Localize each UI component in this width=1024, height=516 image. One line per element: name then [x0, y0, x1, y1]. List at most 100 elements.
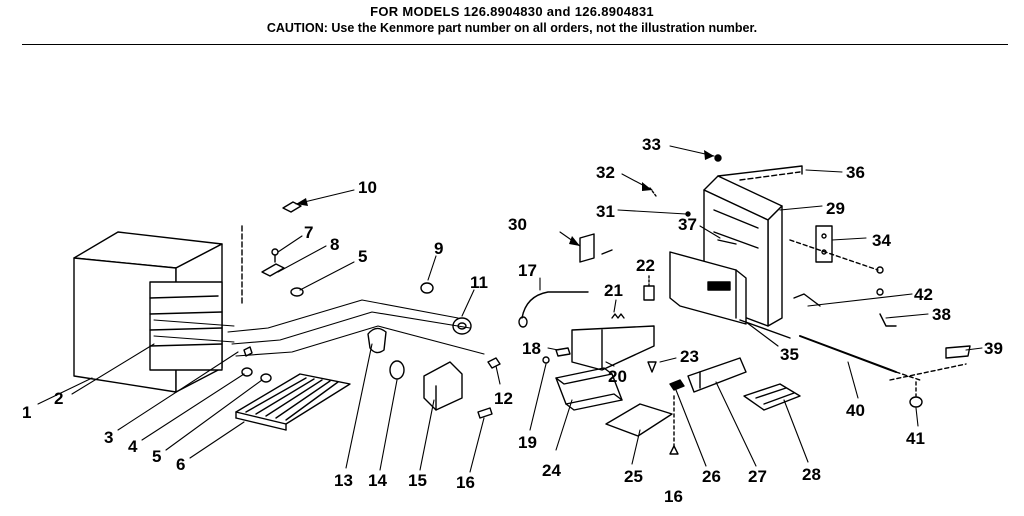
callout-25: 25 [624, 467, 643, 486]
spring-part-21 [611, 313, 625, 319]
callout-20: 20 [608, 367, 627, 386]
callout-10: 10 [358, 178, 377, 197]
grommet-part-9 [420, 282, 434, 294]
ice-tray-part-28 [743, 383, 801, 411]
callout-13: 13 [334, 471, 353, 490]
callout-33: 33 [642, 135, 661, 154]
wire-shelf-part-6 [235, 373, 351, 431]
callout-18: 18 [522, 339, 541, 358]
callout-19: 19 [518, 433, 537, 452]
leader-39 [965, 347, 983, 351]
leader-37 [699, 225, 721, 239]
leader-5b [165, 379, 263, 451]
thermostat-knob-part-13 [367, 327, 387, 354]
screw-part-7 [271, 248, 279, 263]
callout-12: 12 [494, 389, 513, 408]
leader-5a [299, 261, 355, 291]
callout-39: 39 [984, 339, 1003, 358]
nut-part-5 [290, 287, 304, 297]
cabinet-part [73, 231, 235, 393]
callout-34: 34 [872, 231, 891, 250]
clip-part-8 [261, 263, 285, 277]
leader-16a [469, 417, 485, 473]
callout-6: 6 [176, 455, 185, 474]
callout-23: 23 [680, 347, 699, 366]
callout-17: 17 [518, 261, 537, 280]
leader-13 [345, 343, 373, 469]
spacer-part-22 [643, 275, 655, 301]
light-bulb-part-14 [389, 360, 405, 380]
rivet-part-33 [714, 154, 722, 162]
callout-22: 22 [636, 256, 655, 275]
leader-26 [675, 389, 707, 467]
leader-40 [847, 361, 859, 399]
screw-part-4 [241, 367, 253, 377]
rail-part-27 [687, 357, 747, 393]
leader-7 [277, 235, 303, 253]
hinge-part-34 [815, 225, 833, 263]
callout-16a: 16 [456, 473, 475, 492]
arrowheads [296, 150, 714, 246]
screw-part-23 [647, 361, 657, 373]
callout-8: 8 [330, 235, 339, 254]
leader-21 [613, 299, 617, 313]
callout-24: 24 [542, 461, 561, 480]
leader-11 [461, 289, 475, 317]
leader-29 [779, 205, 823, 211]
callout-41: 41 [906, 429, 925, 448]
callout-28: 28 [802, 465, 821, 484]
caution-note: CAUTION: Use the Kenmore part number on … [266, 21, 758, 35]
models-title: FOR MODELS 126.8904830 and 126.8904831 [370, 4, 654, 19]
screw-part-16b [669, 395, 679, 455]
nut-part-5b [260, 373, 272, 383]
callout-27: 27 [748, 467, 767, 486]
hinge-bracket-part [241, 201, 302, 305]
callout-30: 30 [508, 215, 527, 234]
callout-29: 29 [826, 199, 845, 218]
clip-part-39 [945, 345, 971, 359]
latch-part-42 [793, 293, 821, 307]
leader-1 [37, 377, 93, 405]
leader-23 [659, 357, 677, 363]
frame-part-24 [555, 367, 623, 411]
header-rule [22, 44, 1008, 45]
leader-12 [495, 365, 501, 385]
screws-part-34 [789, 239, 884, 296]
leader-15 [419, 399, 435, 471]
leader-3 [117, 351, 239, 431]
screw-part-18 [555, 347, 571, 357]
leader-36 [805, 169, 843, 173]
leader-25 [631, 429, 641, 465]
rod-part-40 [799, 335, 967, 381]
leader-35 [745, 321, 779, 347]
drain-tube-part-17 [518, 291, 589, 328]
screw-part-16 [477, 407, 493, 419]
callout-5b: 5 [152, 447, 161, 466]
callout-36: 36 [846, 163, 865, 182]
leader-20 [605, 361, 615, 367]
leader-14 [379, 379, 398, 471]
leader-19 [529, 363, 547, 431]
leader-8 [277, 245, 327, 273]
leader-42 [807, 293, 913, 307]
callout-4: 4 [128, 437, 138, 456]
callout-labels: 1 2 3 4 5 5 6 7 8 9 10 11 12 13 14 15 16… [22, 135, 1003, 506]
callout-38: 38 [932, 305, 951, 324]
diagram-header: FOR MODELS 126.8904830 and 126.8904831 C… [0, 4, 1024, 36]
callout-11: 11 [470, 273, 488, 292]
callout-14: 14 [368, 471, 387, 490]
callout-40: 40 [846, 401, 865, 420]
cap-part-41 [909, 381, 923, 408]
bracket-part-30 [579, 233, 613, 263]
leader-41 [915, 407, 919, 427]
bracket-part-38 [879, 313, 897, 327]
leveling-leg-part-3 [243, 346, 253, 357]
leader-18 [547, 347, 559, 351]
screw-part-19 [542, 356, 550, 364]
callout-7: 7 [304, 223, 313, 242]
phantom-connector-lines [227, 299, 485, 357]
callout-2: 2 [54, 389, 63, 408]
drip-tray-part-25 [605, 403, 673, 437]
callout-26: 26 [702, 467, 721, 486]
leader-6 [189, 421, 245, 459]
